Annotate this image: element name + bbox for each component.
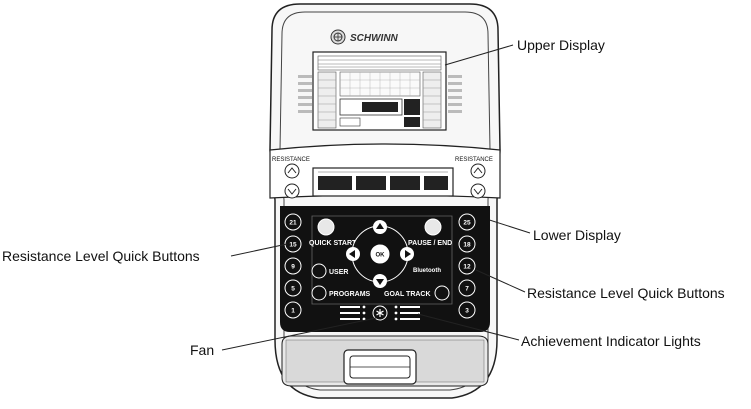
resistance-level-value: 3 <box>465 308 469 315</box>
nav-right-button[interactable] <box>400 247 414 261</box>
resistance-right-leader <box>475 269 526 293</box>
resistance-level-button-left-2[interactable]: 15 <box>284 235 302 253</box>
resistance-level-button-left-1[interactable]: 21 <box>284 213 302 231</box>
callout-lower-display: Lower Display <box>533 227 621 243</box>
resistance-level-value: 25 <box>463 220 471 227</box>
resistance-level-value: 15 <box>289 242 297 249</box>
chevron-up-icon <box>473 167 483 174</box>
upper-display <box>312 51 447 131</box>
resistance-level-button-right-4[interactable]: 7 <box>458 279 476 297</box>
resistance-level-value: 5 <box>291 286 295 293</box>
resistance-down-button-right[interactable] <box>470 183 486 199</box>
programs-label: PROGRAMS <box>329 291 371 298</box>
lower-display <box>312 167 454 197</box>
resistance-level-value: 7 <box>465 286 469 293</box>
quick-start-label: QUICK START <box>309 240 357 247</box>
user-button[interactable] <box>311 263 327 279</box>
resistance-up-button-left[interactable] <box>284 163 300 179</box>
navigation-pad: OK <box>346 220 414 288</box>
fan-leader <box>221 317 377 351</box>
resistance-label-right: RESISTANCE <box>455 157 493 163</box>
arrow-right-icon <box>405 250 411 258</box>
upper-display-side-legend-right <box>448 75 462 113</box>
brand-name: SCHWINN <box>350 33 399 44</box>
resistance-level-value: 12 <box>463 264 471 271</box>
ok-label: OK <box>376 253 386 259</box>
brand-logo <box>330 29 346 45</box>
resistance-level-button-left-4[interactable]: 5 <box>284 279 302 297</box>
resistance-level-button-left-5[interactable]: 1 <box>284 301 302 319</box>
callout-resistance-left: Resistance Level Quick Buttons <box>2 248 200 264</box>
center-button-cluster <box>311 215 453 305</box>
resistance-level-button-right-1[interactable]: 25 <box>458 213 476 231</box>
resistance-level-value: 21 <box>289 220 297 227</box>
resistance-left-leader <box>230 243 288 257</box>
resistance-level-button-right-2[interactable]: 18 <box>458 235 476 253</box>
resistance-quick-buttons-right: 25 18 12 7 3 <box>458 213 476 319</box>
upper-display-side-legend-left <box>298 75 312 113</box>
bluetooth-label: Bluetooth <box>413 268 441 274</box>
pause-end-label: PAUSE / END <box>408 240 452 247</box>
upper-display-leader <box>444 44 514 66</box>
quick-start-button[interactable] <box>317 218 335 236</box>
pause-end-button[interactable] <box>424 218 442 236</box>
nav-left-button[interactable] <box>346 247 360 261</box>
arrow-up-icon <box>376 223 384 229</box>
resistance-level-button-left-3[interactable]: 9 <box>284 257 302 275</box>
resistance-down-button-left[interactable] <box>284 183 300 199</box>
ok-button[interactable]: OK <box>369 243 391 265</box>
arrow-left-icon <box>349 250 355 258</box>
chevron-down-icon <box>473 188 483 195</box>
chevron-down-icon <box>287 188 297 195</box>
user-label: USER <box>329 269 348 276</box>
callout-fan: Fan <box>190 342 214 358</box>
fan-icon <box>376 309 384 317</box>
callout-resistance-right: Resistance Level Quick Buttons <box>527 285 725 301</box>
resistance-level-value: 1 <box>291 308 295 315</box>
nav-down-button[interactable] <box>373 274 387 288</box>
resistance-level-button-right-3[interactable]: 12 <box>458 257 476 275</box>
goal-indicator-marks-left <box>340 305 366 321</box>
resistance-level-value: 9 <box>291 264 295 271</box>
resistance-level-value: 18 <box>463 242 471 249</box>
goal-track-label: GOAL TRACK <box>384 291 431 298</box>
upper-display-top-grid <box>318 59 441 68</box>
resistance-up-button-right[interactable] <box>470 163 486 179</box>
arrow-down-icon <box>376 279 384 285</box>
fan-button[interactable] <box>372 305 388 321</box>
goal-track-button[interactable] <box>434 285 450 301</box>
resistance-level-button-right-5[interactable]: 3 <box>458 301 476 319</box>
chevron-up-icon <box>287 167 297 174</box>
fan-vent <box>343 349 417 385</box>
resistance-quick-buttons-left: 21 15 9 5 1 <box>284 213 302 319</box>
callout-achievement: Achievement Indicator Lights <box>521 333 701 349</box>
achievement-leader <box>417 313 520 341</box>
programs-button[interactable] <box>311 285 327 301</box>
resistance-label-left: RESISTANCE <box>272 157 310 163</box>
achievement-indicator-lights <box>394 305 420 321</box>
nav-up-button[interactable] <box>373 220 387 234</box>
bluetooth-indicator: Bluetooth <box>413 268 441 274</box>
callout-upper-display: Upper Display <box>517 37 605 53</box>
